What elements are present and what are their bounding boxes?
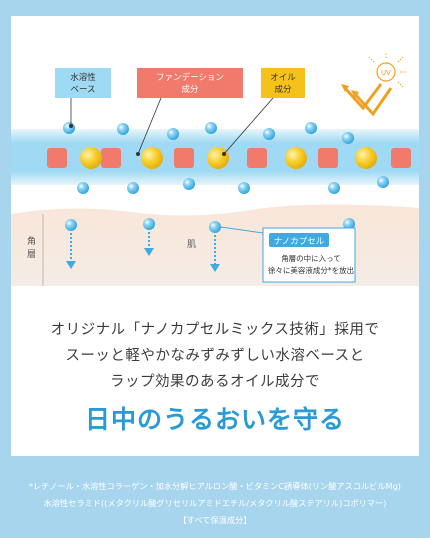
content-card: 水溶性 ベース ファンデーション 成分 オイル 成分 UV [11,16,419,456]
svg-text:水溶性: 水溶性 [70,72,96,83]
skin-diagram: 水溶性 ベース ファンデーション 成分 オイル 成分 UV [11,52,419,286]
svg-text:成分: 成分 [274,84,292,95]
svg-text:UV: UV [381,69,391,77]
svg-text:ナノカプセル: ナノカプセル [274,237,325,247]
svg-text:徐々に美容液成分*を放出: 徐々に美容液成分*を放出 [268,265,354,275]
label-foundation: ファンデーション 成分 [137,68,243,98]
description-line-1: オリジナル「ナノカプセルミックス技術」採用で [50,322,380,338]
nanocapsule-callout: ナノカプセル 角層の中に入って 徐々に美容液成分*を放出 [262,227,356,283]
foundation-particles [47,148,411,168]
uv-sun-icon: UV [368,52,407,88]
svg-text:角層の中に入って: 角層の中に入って [281,253,341,263]
svg-text:オイル: オイル [270,73,296,83]
headline: 日中のうるおいを守る [84,405,345,434]
description-line-2: スーッと軽やかなみずみずしい水溶ベースと [65,348,365,364]
skin-layer [11,204,419,286]
label-oil: オイル 成分 [261,68,305,98]
skin-label: 肌 [187,239,196,250]
skin-layer-label-1: 角 [27,235,36,247]
description-line-3: ラップ効果のあるオイル成分で [110,374,320,390]
uv-reflect-arrows [343,83,393,117]
svg-text:ファンデーション: ファンデーション [156,72,224,83]
footnote-line-2: 水溶性セラミド((メタクリル酸グリセリルアミドエチル/メタクリル酸ステアリル)コ… [43,498,387,508]
skin-layer-label-2: 層 [27,249,36,260]
nanocapsule-particles [63,122,389,194]
footnote-line-1: *レチノール・水溶性コラーゲン・加水分解ヒアルロン酸・ビタミンC誘導体(リン酸ア… [28,481,401,491]
footnote-line-3: 【すべて保湿成分】 [178,515,252,525]
svg-text:成分: 成分 [181,84,199,95]
label-water-base: 水溶性 ベース [55,68,111,98]
svg-text:ベース: ベース [70,85,95,95]
